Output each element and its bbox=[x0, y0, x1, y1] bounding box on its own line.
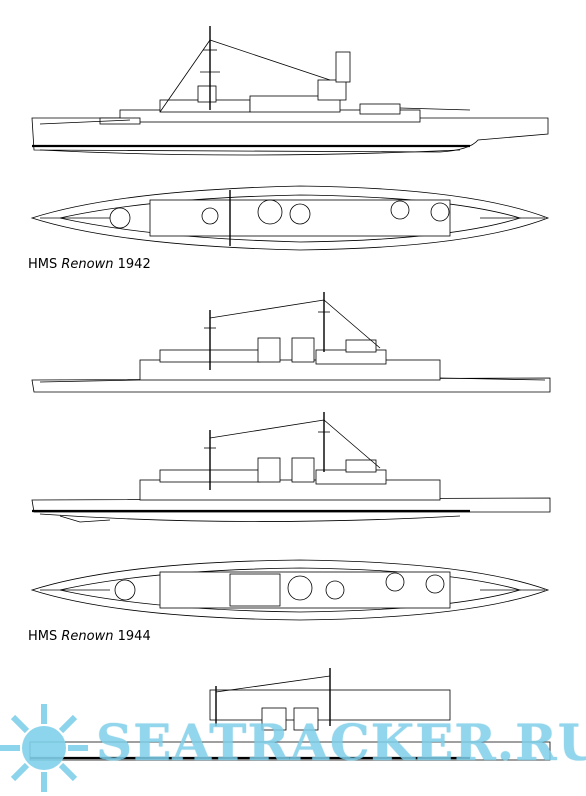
profile-1944-a bbox=[31, 292, 551, 393]
profile-partial bbox=[29, 668, 551, 761]
profile-1942 bbox=[31, 26, 549, 156]
caption-ship-name: Renown bbox=[61, 257, 114, 272]
watermark-text: SEATRACKER.RU bbox=[96, 713, 586, 772]
plan-1942 bbox=[30, 185, 550, 251]
caption-1944: HMS Renown 1944 bbox=[28, 629, 151, 644]
caption-1942: HMS Renown 1942 bbox=[28, 257, 151, 272]
caption-year: 1942 bbox=[113, 257, 151, 272]
caption-prefix: HMS bbox=[28, 257, 62, 272]
caption-prefix: HMS bbox=[28, 629, 62, 644]
caption-year: 1944 bbox=[113, 629, 151, 644]
plan-1944 bbox=[30, 559, 550, 621]
profile-1944-b bbox=[31, 412, 551, 523]
caption-ship-name: Renown bbox=[61, 629, 114, 644]
sun-burst-icon bbox=[0, 704, 88, 792]
